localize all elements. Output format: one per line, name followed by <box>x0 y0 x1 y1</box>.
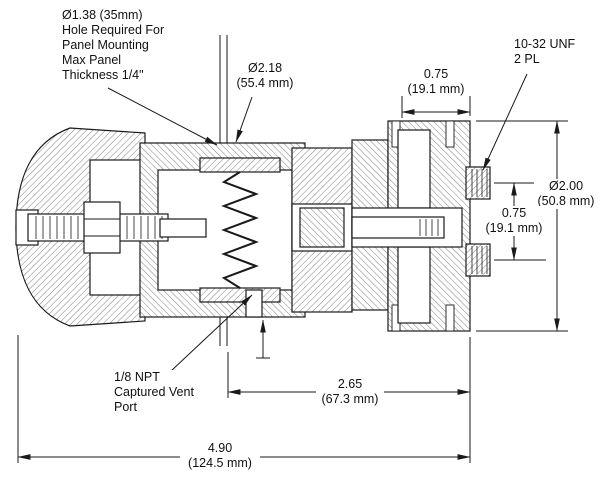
spring <box>221 171 259 289</box>
label-dim-075-top: 0.75 (19.1 mm) <box>403 67 469 97</box>
label-overall-length: 4.90 (124.5 mm) <box>180 441 260 471</box>
vent-hole <box>245 289 263 318</box>
leader-thread-note <box>482 73 528 171</box>
spring-assembly <box>159 157 281 318</box>
leader-panel-note <box>107 87 218 146</box>
label-port-spacing: 0.75 (19.1 mm) <box>485 206 543 236</box>
panel-lines <box>219 35 228 346</box>
adjusting-screw <box>27 201 169 254</box>
label-thread-spec: 10-32 UNF 2 PL <box>514 37 596 67</box>
regulator-cross-section <box>15 35 491 346</box>
leader-lines <box>107 73 528 372</box>
leader-vent-note <box>170 294 253 372</box>
leader-dia-218 <box>235 96 253 143</box>
label-vent-port-note: 1/8 NPT Captured Vent Port <box>114 370 226 415</box>
valve-center-section <box>291 147 353 313</box>
body-section <box>351 120 471 332</box>
label-panel-mounting-note: Ø1.38 (35mm) Hole Required For Panel Mou… <box>62 8 184 83</box>
outlet-ports <box>465 166 491 277</box>
label-body-length: 2.65 (67.3 mm) <box>316 377 384 407</box>
hex-locknut <box>83 201 121 254</box>
label-bonnet-diameter: Ø2.18 (55.4 mm) <box>230 61 300 91</box>
label-body-diameter: Ø2.00 (50.8 mm) <box>534 179 598 209</box>
